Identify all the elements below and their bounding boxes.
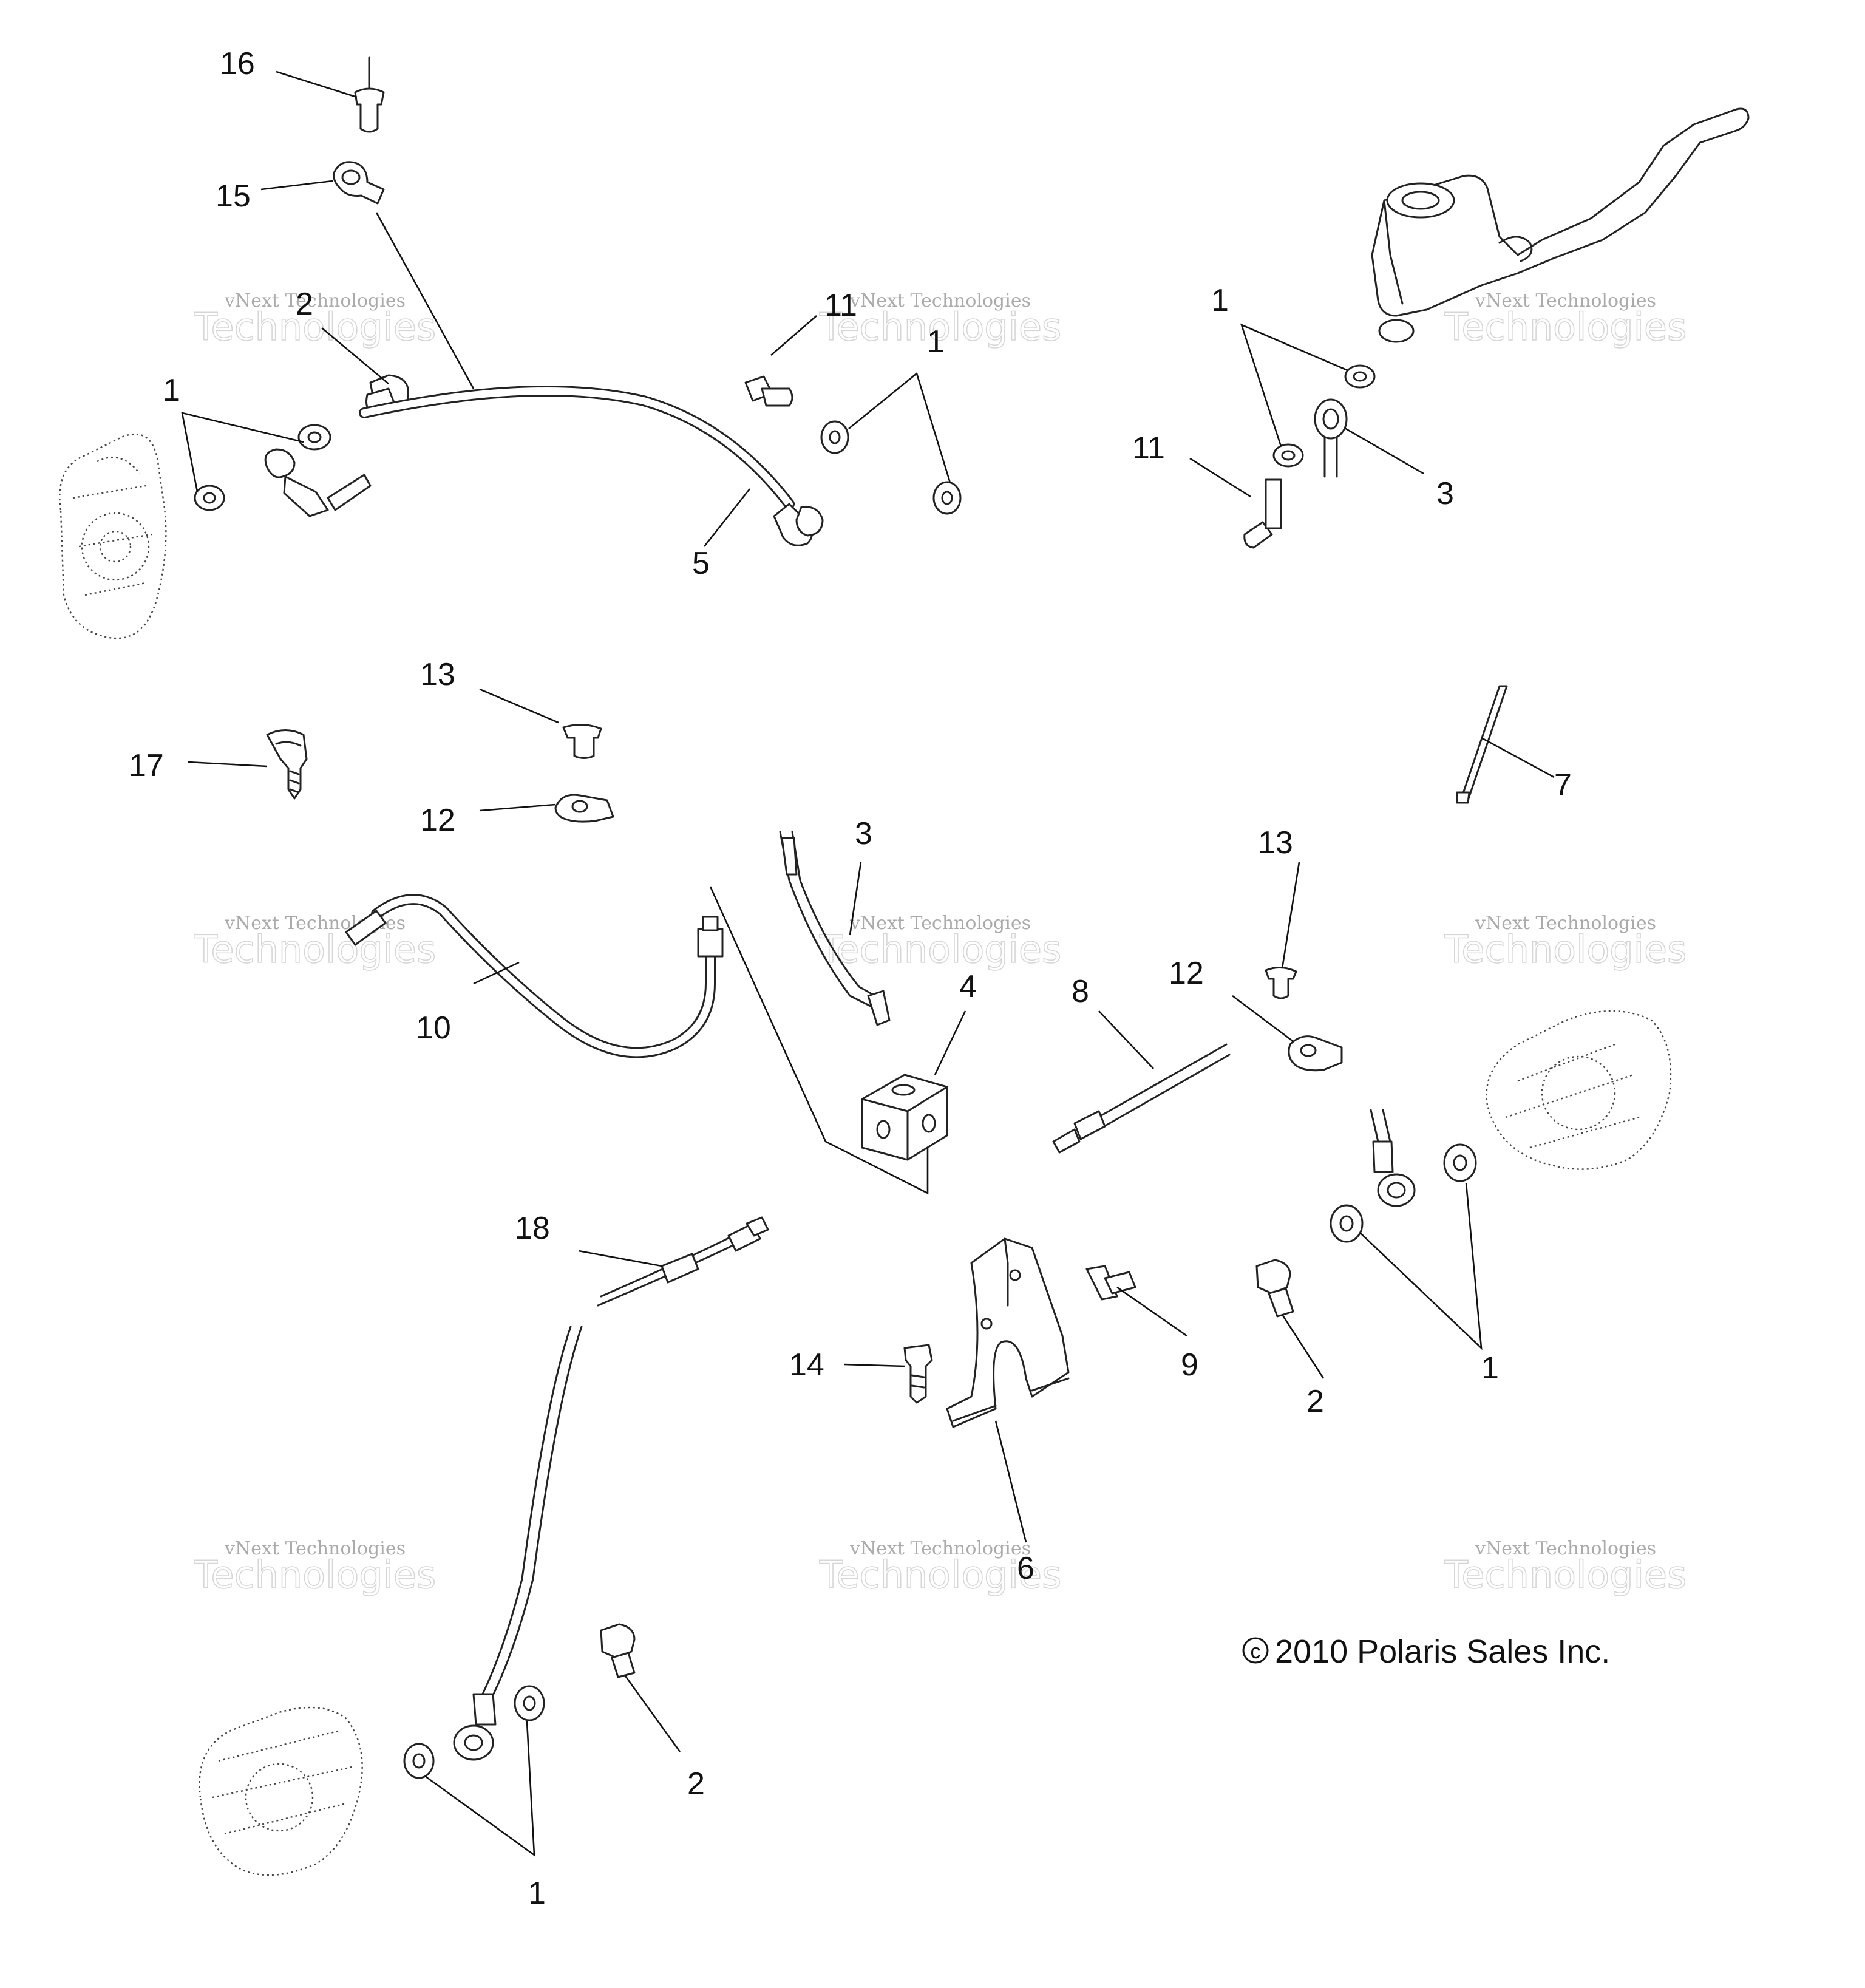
callout-18: 18 — [515, 1211, 550, 1246]
copyright-text: 2010 Polaris Sales Inc. — [1275, 1633, 1610, 1670]
callout-1: 1 — [1481, 1350, 1499, 1386]
watermark: vNext Technologies Technologies — [193, 913, 437, 972]
hose-clamp-15 — [333, 161, 385, 205]
callout-9: 9 — [1181, 1347, 1198, 1383]
callout-6: 6 — [1017, 1551, 1034, 1586]
watermark: vNext Technologies Technologies — [818, 913, 1062, 972]
watermark-text: Technologies — [1444, 1553, 1687, 1597]
washers-1-topleft — [194, 424, 331, 511]
callout-1: 1 — [528, 1876, 546, 1911]
watermark: vNext Technologies Technologies — [193, 290, 437, 350]
watermark-text: vNext Technologies — [849, 1538, 1031, 1559]
banjo-bolt-2-bottom — [600, 1623, 636, 1678]
callout-5: 5 — [692, 546, 710, 581]
bolt-13-right — [1265, 967, 1297, 999]
brake-hose-5 — [264, 386, 824, 546]
watermark-text: vNext Technologies — [1475, 290, 1656, 311]
watermark: vNext Technologies Technologies — [1444, 290, 1687, 350]
watermark-text: Technologies — [819, 305, 1061, 349]
watermark-text: vNext Technologies — [849, 913, 1031, 934]
bolt-9 — [1085, 1265, 1136, 1301]
caliper-rear-right — [1486, 1010, 1672, 1170]
caliper-rear-left — [199, 1706, 363, 1876]
watermark-text: vNext Technologies — [224, 1538, 406, 1559]
watermark-text: vNext Technologies — [224, 290, 406, 311]
brake-line-3-mid — [779, 831, 891, 1026]
callout-1: 1 — [1211, 283, 1229, 318]
bracket-6 — [946, 1237, 1070, 1428]
watermark-text: Technologies — [819, 927, 1061, 972]
callout-11: 11 — [824, 288, 857, 323]
callout-3: 3 — [855, 816, 872, 851]
copyright-symbol: c — [1251, 1640, 1261, 1663]
brake-line-mid-right — [1370, 1109, 1416, 1207]
callout-3: 3 — [1436, 476, 1454, 511]
watermark-text: vNext Technologies — [1475, 913, 1656, 934]
push-clip-17 — [266, 729, 308, 800]
watermarks: vNext Technologies Technologies vNext Te… — [193, 290, 1687, 1598]
watermark-text: Technologies — [1444, 927, 1687, 972]
leader-lines — [181, 70, 1555, 1857]
watermark-text: vNext Technologies — [1475, 1538, 1656, 1559]
callout-12: 12 — [1169, 956, 1204, 991]
clamp-12-right — [1288, 1035, 1343, 1072]
copyright-notice: c 2010 Polaris Sales Inc. — [1242, 1633, 1610, 1670]
watermark-text: Technologies — [1444, 305, 1687, 349]
brake-line-18 — [453, 1216, 769, 1761]
watermark-text: Technologies — [194, 1553, 436, 1597]
brake-line-8 — [1052, 1043, 1231, 1154]
washers-1-topmid — [820, 420, 962, 515]
callout-14: 14 — [789, 1347, 824, 1383]
callout-labels: 16 15 2 1 5 11 1 1 11 3 13 17 12 10 3 4 … — [129, 46, 1572, 1911]
callout-11: 11 — [1132, 431, 1165, 466]
cable-tie-7 — [1456, 685, 1508, 804]
watermark-text: Technologies — [194, 927, 436, 972]
callout-8: 8 — [1072, 974, 1089, 1009]
caliper-front-left — [59, 433, 167, 639]
callout-17: 17 — [129, 748, 164, 783]
watermark: vNext Technologies Technologies — [1444, 913, 1687, 972]
clamp-12-left — [554, 794, 614, 823]
callout-4: 4 — [959, 969, 977, 1004]
callout-13: 13 — [1258, 825, 1293, 860]
washers-1-midright — [1330, 1143, 1477, 1243]
watermark: vNext Technologies Technologies — [818, 290, 1062, 350]
copyright-circle — [1242, 1637, 1269, 1664]
banjo-bolt-11-top — [744, 375, 793, 407]
clamp-bolt-16 — [354, 56, 385, 133]
banjo-bolt-11-right — [1243, 478, 1282, 549]
brake-line-3-top — [1314, 398, 1348, 478]
callout-13: 13 — [420, 657, 455, 692]
washers-1-topright — [1272, 364, 1376, 468]
watermark: vNext Technologies Technologies — [193, 1538, 437, 1598]
callout-15: 15 — [216, 179, 251, 214]
watermark-text: Technologies — [819, 1553, 1061, 1597]
bolt-14 — [903, 1344, 933, 1404]
callout-7: 7 — [1554, 768, 1572, 803]
callout-10: 10 — [416, 1010, 451, 1046]
watermark: vNext Technologies Technologies — [818, 1538, 1062, 1598]
watermark-text: vNext Technologies — [849, 290, 1031, 311]
callout-2: 2 — [687, 1766, 705, 1802]
brake-hose-10 — [345, 894, 724, 1058]
callout-2: 2 — [296, 287, 313, 322]
callout-2: 2 — [1306, 1384, 1324, 1419]
callout-1: 1 — [163, 373, 180, 408]
washers-1-bottom — [403, 1685, 545, 1779]
callout-12: 12 — [420, 803, 455, 838]
callout-16: 16 — [220, 46, 255, 81]
banjo-bolt-2-mid — [1255, 1259, 1294, 1318]
valve-block-4 — [861, 1074, 948, 1161]
callout-1: 1 — [927, 324, 945, 359]
master-cylinder — [1371, 107, 1750, 343]
watermark-text: Technologies — [194, 305, 436, 349]
watermark: vNext Technologies Technologies — [1444, 1538, 1687, 1598]
bolt-13-left — [562, 723, 602, 759]
